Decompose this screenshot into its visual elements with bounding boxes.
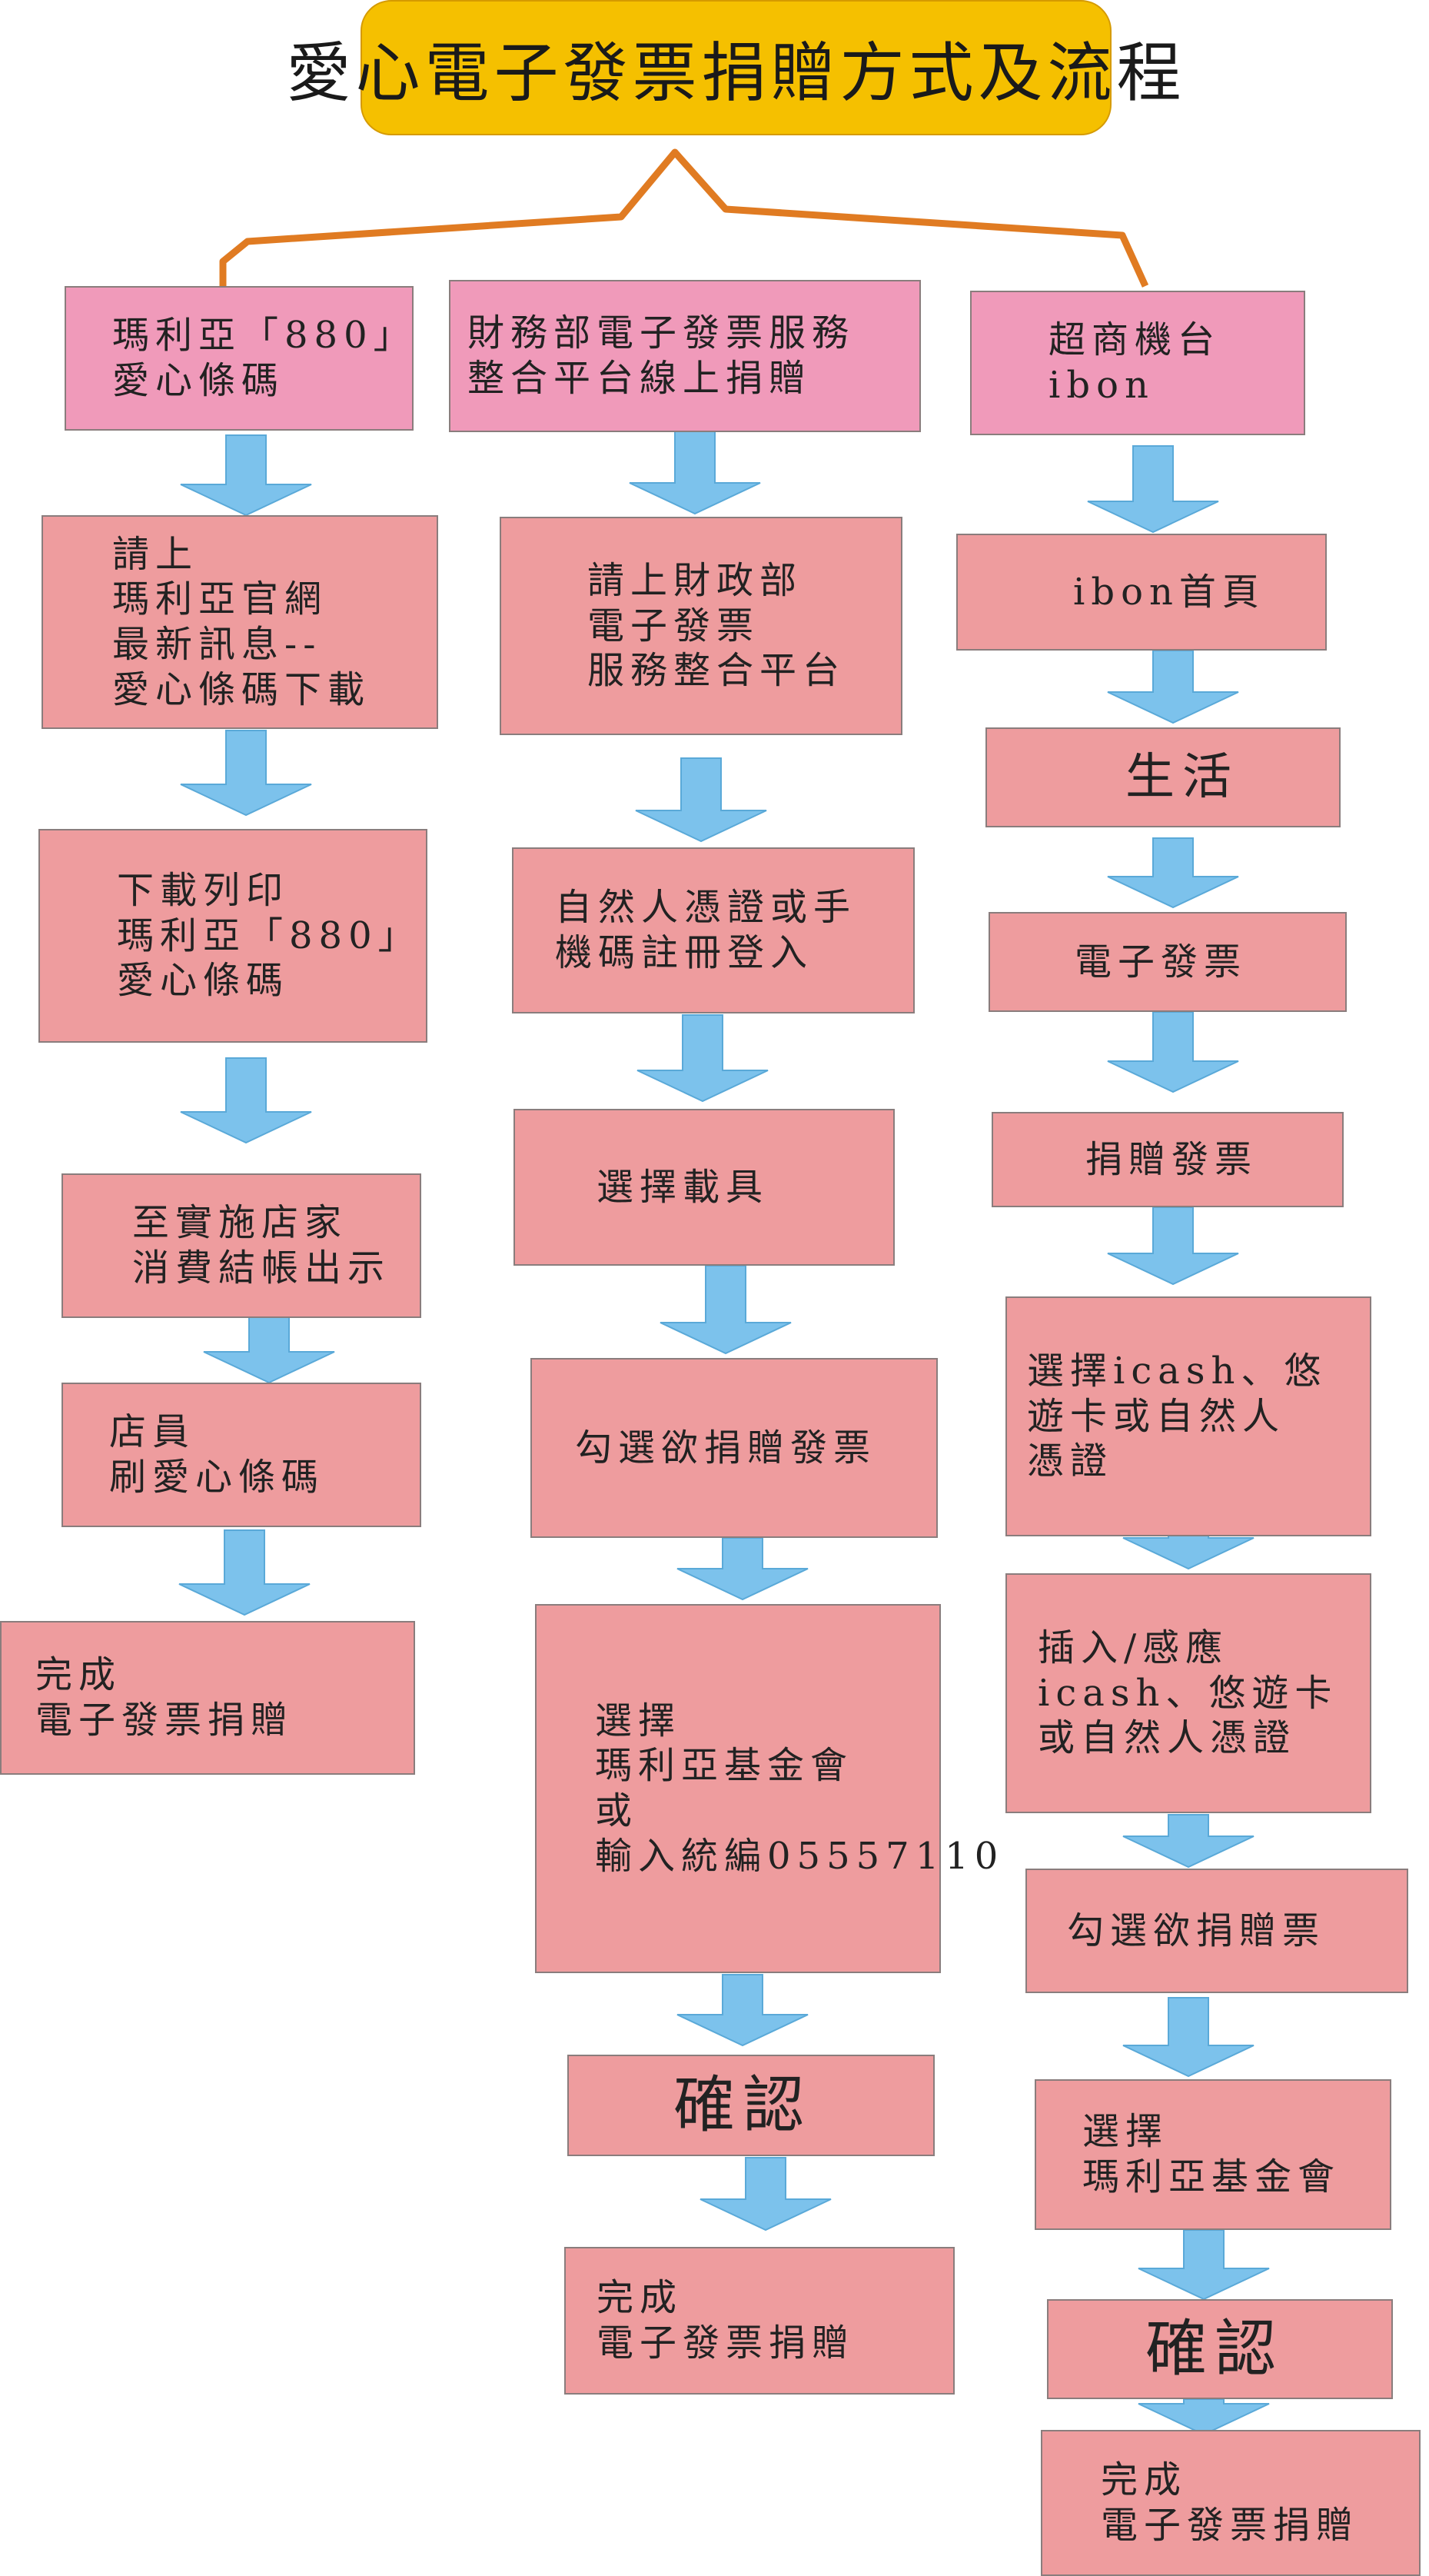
column-3-step-5-box: 選擇icash、悠遊卡或自然人憑證	[1005, 1296, 1371, 1536]
column-3-step-3-box: 電子發票	[989, 912, 1347, 1012]
flow-arrow	[676, 1974, 809, 2047]
box-text-line: 選擇	[1082, 2110, 1169, 2154]
flow-arrow	[629, 430, 761, 515]
box-text-line: 或自然人憑證	[1038, 1716, 1297, 1760]
box-text-line: ibon	[1048, 364, 1155, 407]
box-text-line: 店員	[109, 1410, 196, 1454]
column-2-step-4-box: 勾選欲捐贈發票	[530, 1358, 938, 1538]
flow-arrow	[1122, 1997, 1255, 2078]
column-2-step-7-box: 完成電子發票捐贈	[564, 2247, 955, 2395]
box-text-line: 勾選欲捐贈票	[1067, 1909, 1326, 1952]
box-text-line: 電子發票捐贈	[597, 2321, 856, 2365]
flow-arrow	[676, 1537, 809, 1601]
box-text-line: 瑪利亞基金會	[595, 1744, 854, 1788]
box-text-line: 愛心條碼	[117, 959, 290, 1003]
flow-arrow	[180, 730, 312, 817]
flow-arrow	[180, 434, 312, 517]
box-text-line: 瑪利亞「880」	[117, 914, 421, 957]
box-text-line: 憑證	[1027, 1439, 1114, 1483]
page-title: 愛心電子發票捐贈方式及流程	[287, 0, 1181, 135]
box-text-line: 確認	[673, 2069, 812, 2142]
flow-arrow	[1087, 445, 1219, 534]
box-text-line: 請上財政部	[587, 559, 803, 603]
box-text-line: 財務部電子發票服務	[467, 311, 856, 355]
box-text-line: 機碼註冊登入	[555, 931, 814, 974]
flow-arrow	[1138, 2229, 1270, 2301]
box-text-line: 瑪利亞官網	[112, 577, 328, 621]
box-text-line: 確認	[1145, 2313, 1284, 2385]
flow-arrow	[180, 1057, 312, 1144]
column-2-step-3-box: 選擇載具	[513, 1109, 895, 1266]
box-text-line: 下載列印	[117, 869, 290, 913]
flow-arrow	[635, 757, 767, 843]
column-1-step-1-box: 請上瑪利亞官網最新訊息--愛心條碼下載	[42, 515, 438, 729]
flow-arrow	[1122, 1814, 1255, 1869]
box-text-line: 刷愛心條碼	[109, 1456, 325, 1499]
box-text-line: 捐贈發票	[1085, 1137, 1258, 1181]
box-text-line: 完成	[1101, 2458, 1188, 2502]
column-1-step-3-box: 至實施店家消費結帳出示	[61, 1173, 421, 1318]
box-text-line: 愛心條碼	[112, 359, 285, 402]
column-3-step-1-box: ibon首頁	[956, 534, 1327, 651]
box-text-line: 遊卡或自然人	[1027, 1394, 1286, 1438]
column-2-header-box: 財務部電子發票服務整合平台線上捐贈	[449, 280, 921, 432]
box-text-line: 電子發票	[587, 604, 760, 647]
column-2-step-5-box: 選擇瑪利亞基金會或輸入統編05557110	[535, 1604, 1005, 1973]
box-text-line: 服務整合平台	[587, 649, 846, 693]
column-1-step-2-box: 下載列印瑪利亞「880」愛心條碼	[38, 829, 427, 1043]
column-1-step-5-box: 完成電子發票捐贈	[0, 1621, 415, 1775]
box-text-line: 最新訊息--	[112, 623, 322, 666]
box-text-line: 瑪利亞「880」	[112, 314, 417, 358]
flow-arrow	[1107, 1206, 1239, 1286]
bracket-connector-line	[219, 148, 1149, 288]
column-3-step-4-box: 捐贈發票	[992, 1112, 1344, 1207]
box-text-line: 完成	[35, 1653, 122, 1697]
column-3-step-2-box: 生活	[985, 727, 1341, 827]
box-text-line: ibon首頁	[1073, 570, 1265, 614]
box-text-line: 完成	[597, 2276, 683, 2320]
box-text-line: 電子發票	[1075, 940, 1248, 983]
box-text-line: 輸入統編05557110	[595, 1834, 1005, 1878]
column-3-step-10-box: 完成電子發票捐贈	[1041, 2430, 1421, 2576]
box-text-line: 選擇icash、悠	[1027, 1350, 1328, 1393]
box-text-line: 或	[595, 1789, 639, 1832]
column-1-step-4-box: 店員刷愛心條碼	[61, 1383, 421, 1527]
box-text-line: 選擇載具	[597, 1165, 769, 1209]
flow-arrow	[636, 1014, 769, 1103]
flow-arrow	[1138, 2398, 1270, 2436]
box-text-line: 消費結帳出示	[132, 1246, 391, 1290]
flow-arrow	[700, 2157, 832, 2232]
box-text-line: icash、悠遊卡	[1038, 1671, 1338, 1715]
column-2-step-1-box: 請上財政部電子發票服務整合平台	[500, 517, 902, 735]
column-3-step-7-box: 勾選欲捐贈票	[1025, 1869, 1408, 1993]
box-text-line: 愛心條碼下載	[112, 667, 371, 711]
box-text-line: 整合平台線上捐贈	[467, 357, 813, 400]
column-3-step-8-box: 選擇瑪利亞基金會	[1035, 2079, 1391, 2230]
box-text-line: 超商機台	[1048, 318, 1221, 362]
flow-arrow	[1107, 650, 1239, 724]
box-text-line: 至實施店家	[132, 1201, 348, 1245]
box-text-line: 選擇	[595, 1699, 682, 1742]
box-text-line: 生活	[1125, 748, 1239, 806]
column-2-step-2-box: 自然人憑證或手機碼註冊登入	[512, 847, 915, 1013]
column-1-header-box: 瑪利亞「880」愛心條碼	[65, 286, 414, 431]
column-3-step-9-box: 確認	[1047, 2299, 1393, 2399]
box-text-line: 電子發票捐贈	[35, 1699, 294, 1742]
box-text-line: 勾選欲捐贈發票	[575, 1426, 877, 1469]
column-2-step-6-box: 確認	[567, 2055, 935, 2156]
flow-arrow	[1107, 837, 1239, 909]
flow-arrow	[1107, 1011, 1239, 1093]
flow-arrow	[660, 1265, 792, 1355]
flow-arrow	[178, 1529, 311, 1616]
box-text-line: 插入/感應	[1038, 1626, 1229, 1670]
box-text-line: 電子發票捐贈	[1101, 2504, 1360, 2547]
box-text-line: 瑪利亞基金會	[1082, 2155, 1341, 2198]
box-text-line: 請上	[112, 532, 199, 576]
box-text-line: 自然人憑證或手	[555, 886, 857, 930]
